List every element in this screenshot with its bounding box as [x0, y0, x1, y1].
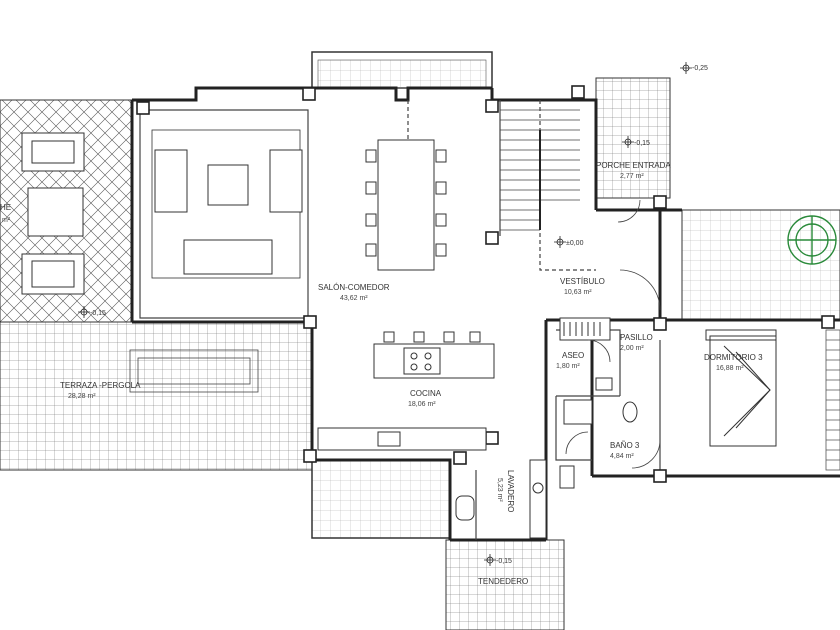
- tendedero-grid: [445, 539, 565, 630]
- lower-balcony: [311, 459, 451, 539]
- living-furniture: [151, 129, 447, 279]
- level-vestibulo: ±0,00: [566, 240, 584, 247]
- cocina-label: COCINA: [410, 389, 442, 398]
- lavadero-label: LAVADERO: [506, 470, 515, 512]
- porche-entrada-grid: [595, 77, 671, 199]
- bano3-label: BAÑO 3: [610, 441, 640, 450]
- level-terraza: -0,15: [90, 310, 106, 317]
- porche-entrada-label: PORCHE ENTRADA: [596, 161, 671, 170]
- salon-area: 43,62 m²: [340, 295, 368, 302]
- bathroom-fixtures: [559, 317, 638, 489]
- terraza-label: TERRAZA -PERGOLA: [60, 381, 141, 390]
- bed: [705, 329, 777, 447]
- cocina-area: 18,06 m²: [408, 401, 436, 408]
- vestibulo-label: VESTÍBULO: [560, 277, 605, 286]
- tendedero-label: TENDEDERO: [478, 577, 528, 586]
- wardrobe: [825, 329, 840, 471]
- terraza-area: 28,28 m²: [68, 393, 96, 400]
- level-labels: -0,25 -0,15 ±0,00 -0,15 -0,15: [90, 65, 708, 565]
- lavadero-area: 5,23 m²: [496, 478, 503, 502]
- staircase: [500, 109, 580, 231]
- exterior-walls: [130, 86, 840, 542]
- dormitorio3-area: 16,88 m²: [716, 365, 744, 372]
- right-patio: [681, 209, 840, 321]
- level-tendedero: -0,15: [496, 558, 512, 565]
- salon-label: SALÓN-COMEDOR: [318, 283, 390, 292]
- room-labels: HE m² SALÓN-COMEDOR 43,62 m² TERRAZA -PE…: [0, 161, 763, 586]
- vestibulo-area: 10,63 m²: [564, 289, 592, 296]
- porch-furniture: [21, 132, 85, 295]
- terrace-table: [129, 349, 259, 393]
- aseo-label: ASEO: [562, 351, 584, 360]
- terrace-grid: [0, 321, 313, 471]
- tree-icon: [787, 215, 837, 265]
- pasillo-label: PASILLO: [620, 333, 653, 342]
- porche-label: HE: [0, 203, 11, 212]
- door-swings: [565, 199, 661, 469]
- level-top-right: -0,25: [692, 65, 708, 72]
- aseo-area: 1,80 m²: [556, 363, 580, 370]
- level-porche-entrada: -0,15: [634, 140, 650, 147]
- porche-entrada-area: 2,77 m²: [620, 173, 644, 180]
- porche-area: m²: [2, 217, 11, 224]
- kitchen-furniture: [317, 331, 547, 539]
- pasillo-area: 2,00 m²: [620, 345, 644, 352]
- dormitorio3-label: DORMITORIO 3: [704, 353, 763, 362]
- level-markers: [78, 62, 692, 566]
- bano3-area: 4,84 m²: [610, 453, 634, 460]
